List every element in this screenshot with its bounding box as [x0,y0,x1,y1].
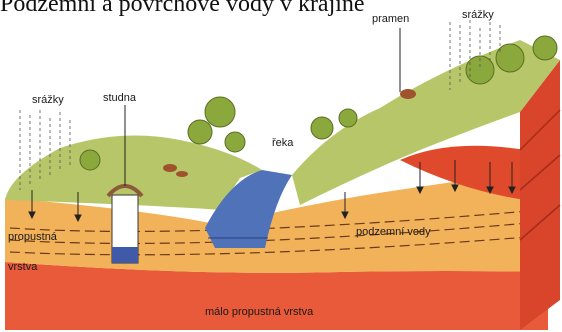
label-permeable: propustná [8,231,58,243]
label-well: studna [103,92,137,104]
label-spring: pramen [372,13,409,25]
label-impermeable-layer: málo propustná vrstva [205,306,314,318]
label-river: řeka [272,137,294,149]
label-rain-right: srážky [462,9,494,21]
label-rain-left: srážky [32,94,64,106]
label-groundwater: podzemní vody [356,226,431,238]
label-layer: vrstva [8,261,38,273]
